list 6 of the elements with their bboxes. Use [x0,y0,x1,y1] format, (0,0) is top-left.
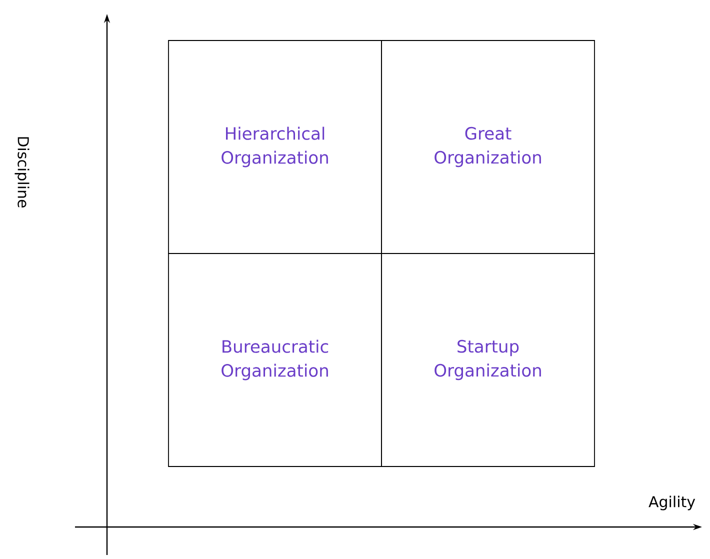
quadrant-box: Bureaucratic Organization [168,253,382,467]
axis-label: Agility [648,496,696,510]
quadrant-box: Great Organization [381,40,595,254]
axis-label: Discipline [14,137,30,208]
quadrant-box: Startup Organization [381,253,595,467]
quadrant-box: Hierarchical Organization [168,40,382,254]
